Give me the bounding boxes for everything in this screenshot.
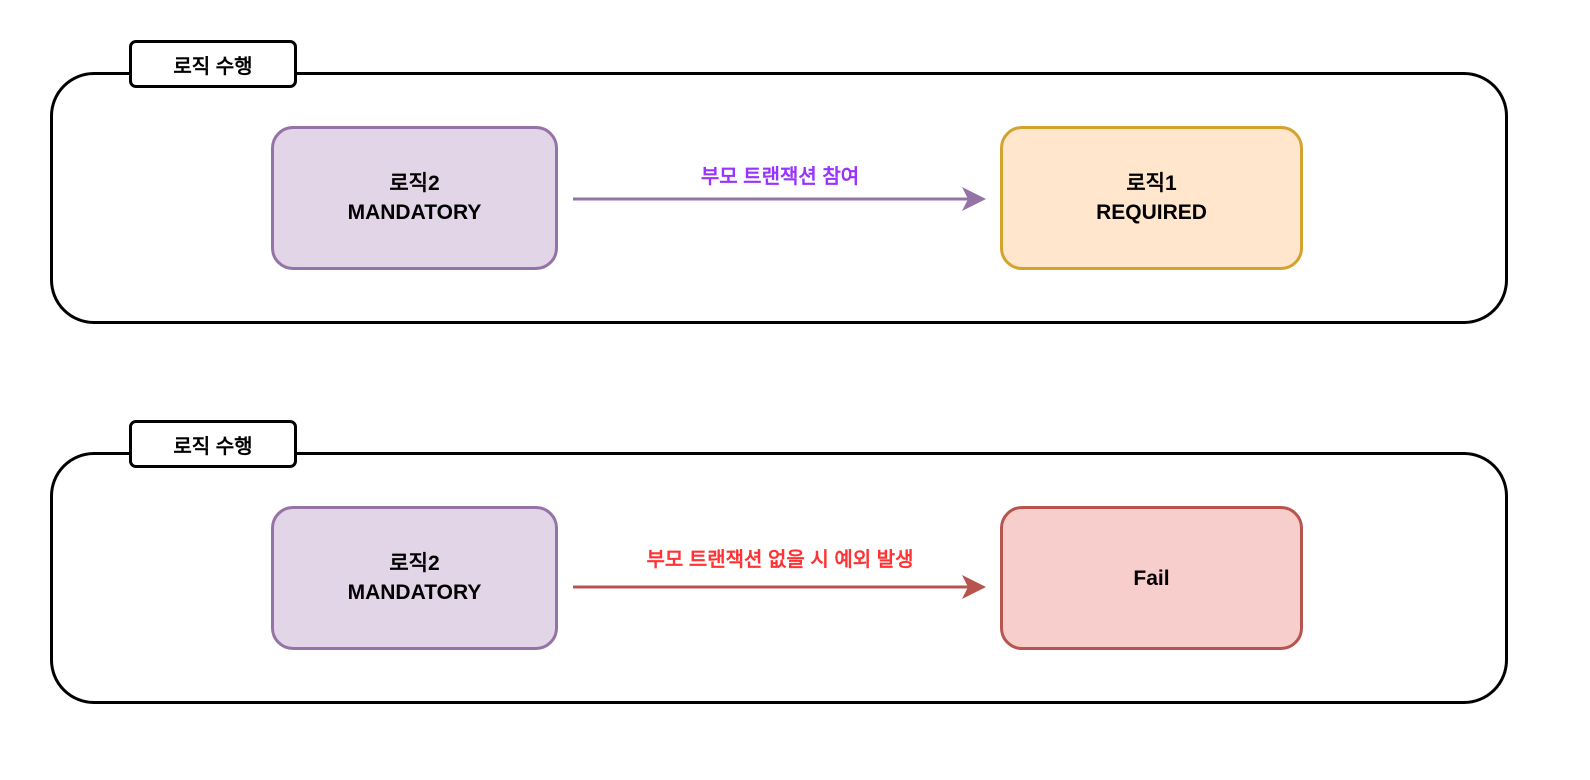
node-logic2-mandatory: 로직2 MANDATORY — [271, 506, 558, 650]
node-fail: Fail — [1000, 506, 1303, 650]
node-title: 로직2 — [389, 172, 440, 195]
node-title: Fail — [1133, 566, 1170, 590]
node-title: 로직2 — [389, 552, 440, 575]
frame-label: 로직 수행 — [129, 40, 297, 88]
arrow — [573, 575, 986, 599]
arrow-head — [962, 575, 986, 599]
arrow-label: 부모 트랜잭션 없을 시 예외 발생 — [646, 549, 914, 571]
node-title: 로직1 — [1126, 172, 1177, 195]
arrow — [573, 187, 986, 211]
node-logic1-required: 로직1 REQUIRED — [1000, 126, 1303, 270]
scene-no-parent-exception: 로직 수행 로직2 MANDATORY 부모 트랜잭션 없을 시 예외 발생 F… — [0, 420, 1590, 760]
arrow-head — [962, 187, 986, 211]
scene-join-parent: 로직 수행 로직2 MANDATORY 부모 트랜잭션 참여 로직1 REQUI… — [0, 40, 1590, 380]
node-propagation: REQUIRED — [1096, 201, 1207, 224]
node-logic2-mandatory: 로직2 MANDATORY — [271, 126, 558, 270]
frame-label: 로직 수행 — [129, 420, 297, 468]
node-propagation: MANDATORY — [347, 581, 482, 604]
arrow-label: 부모 트랜잭션 참여 — [700, 166, 860, 188]
node-propagation: MANDATORY — [347, 201, 482, 224]
